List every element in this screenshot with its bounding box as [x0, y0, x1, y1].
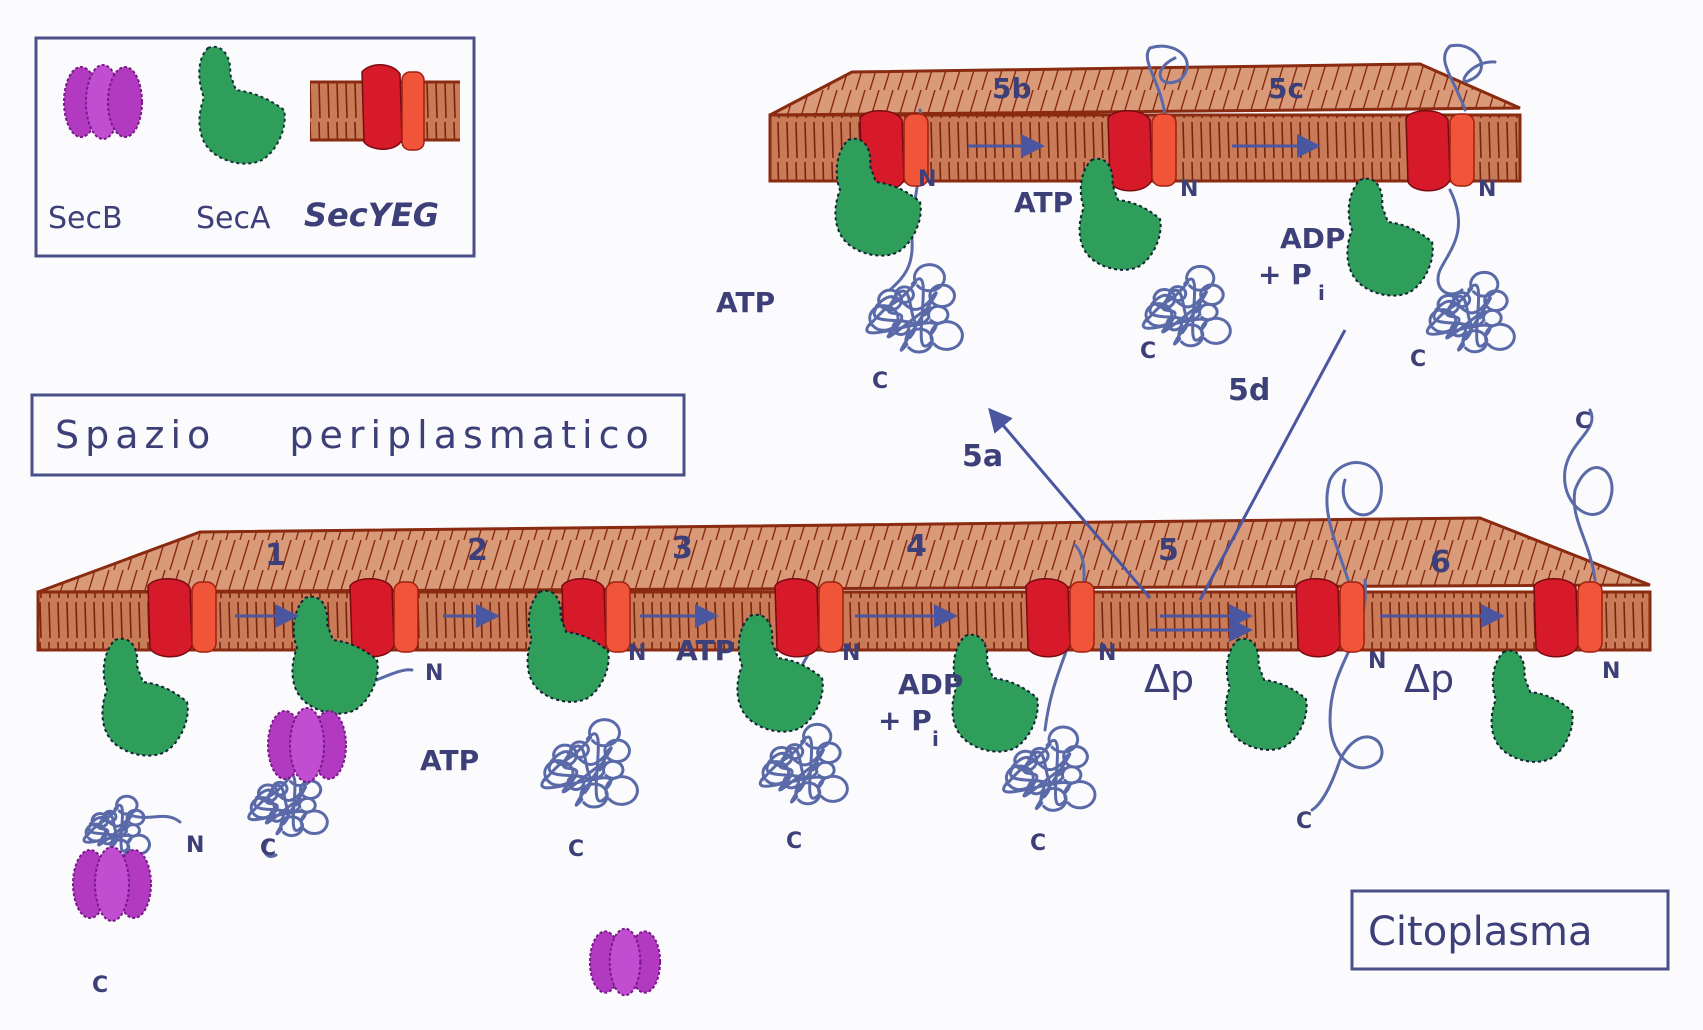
c-terminus-4: C	[1030, 831, 1046, 856]
delta-p-label-1: Δp	[1144, 657, 1194, 701]
chain-coil-upper-5b	[1143, 266, 1230, 345]
c-terminus-1: C	[260, 836, 276, 861]
secyeg-lower-4	[1026, 579, 1094, 657]
chain-thread-upper-5c	[1438, 190, 1462, 294]
step-5a-label: 5a	[962, 439, 1003, 474]
chain-coil-3	[760, 724, 847, 803]
step-label-5c: 5c	[1268, 72, 1304, 105]
legend-box: SecB SecA SecYEG	[36, 38, 474, 256]
atp-label-upper-5b: ATP	[1014, 186, 1073, 219]
pi-sub-label-lower: i	[932, 727, 939, 751]
secb-legend-label: SecB	[48, 201, 123, 236]
secb-free-bottom	[590, 929, 660, 996]
pi-label-lower: + P	[878, 704, 932, 737]
secyeg-upper-5b	[1108, 111, 1176, 191]
atp-label-lower-3: ATP	[676, 634, 735, 667]
c-terminus-3: C	[786, 829, 802, 854]
periplasm-label: Spazio periplasmatico	[55, 413, 655, 457]
adp-label-lower: ADP	[898, 668, 963, 701]
seca-lower-6	[1492, 651, 1573, 762]
c-terminus-5: C	[1296, 809, 1312, 834]
chain-coil-2	[542, 720, 638, 807]
secyeg-legend-label: SecYEG	[304, 196, 439, 234]
chain-coil-upper-5a	[867, 265, 963, 352]
n-terminus-4: N	[1098, 641, 1116, 666]
step-label-4: 4	[906, 529, 927, 564]
step-label-3: 3	[672, 531, 693, 566]
step-label-2: 2	[467, 533, 488, 568]
n-terminus-2: N	[628, 641, 646, 666]
secb-lower-1	[268, 708, 346, 782]
secb-free-left	[73, 847, 151, 921]
n-terminus-upper-5a: N	[918, 167, 936, 192]
delta-p-label-2: Δp	[1404, 657, 1454, 701]
c-terminus-free: C	[92, 973, 108, 998]
periplasm-label-box: Spazio periplasmatico	[32, 395, 684, 475]
seca-upper-5d	[1347, 179, 1432, 296]
chain-n-free	[130, 815, 180, 822]
secb-legend-icon	[64, 65, 142, 139]
n-terminus-6: N	[1602, 659, 1620, 684]
adp-label-upper: ADP	[1280, 222, 1345, 255]
seca-legend-label: SecA	[196, 201, 271, 236]
secyeg-legend-icon	[310, 65, 460, 150]
secyeg-lower-6	[1534, 579, 1602, 657]
atp-label-lower-2: ATP	[420, 744, 479, 777]
n-terminus-5: N	[1368, 649, 1386, 674]
pi-sub-label-upper: i	[1318, 281, 1325, 305]
step-label-5: 5	[1158, 533, 1179, 568]
cytoplasm-label-box: Citoplasma	[1352, 891, 1668, 969]
seca-legend-icon	[199, 47, 285, 164]
secyeg-lower-0	[148, 579, 216, 657]
c-terminus-2: C	[568, 837, 584, 862]
secyeg-lower-1	[350, 579, 418, 657]
seca-lower-4	[952, 635, 1037, 752]
secyeg-upper-5c	[1406, 111, 1474, 191]
chain-coil-upper-5c	[1427, 272, 1514, 351]
step-label-6: 6	[1430, 545, 1451, 580]
n-terminus-1: N	[425, 661, 443, 686]
c-terminus-upper-5a: C	[872, 369, 888, 394]
n-terminus-free: N	[186, 833, 204, 858]
seca-lower-5	[1226, 639, 1307, 750]
step-5d-label: 5d	[1228, 373, 1270, 408]
n-terminus-upper-5c: N	[1478, 177, 1496, 202]
secyeg-lower-3	[775, 579, 843, 657]
pi-label-upper: + P	[1258, 258, 1312, 291]
c-terminus-upper-5c: C	[1410, 347, 1426, 372]
n-terminus-upper-5b: N	[1180, 177, 1198, 202]
cytoplasm-label: Citoplasma	[1368, 909, 1593, 955]
atp-label-upper-left: ATP	[716, 286, 775, 319]
n-terminus-3: N	[842, 641, 860, 666]
step-label-1: 1	[265, 538, 286, 573]
step-label-5b: 5b	[992, 72, 1032, 105]
chain-coil-free	[84, 796, 150, 855]
secyeg-lower-5	[1296, 579, 1364, 657]
c-terminus-6: C	[1575, 409, 1591, 434]
c-terminus-upper-5b: C	[1140, 339, 1156, 364]
